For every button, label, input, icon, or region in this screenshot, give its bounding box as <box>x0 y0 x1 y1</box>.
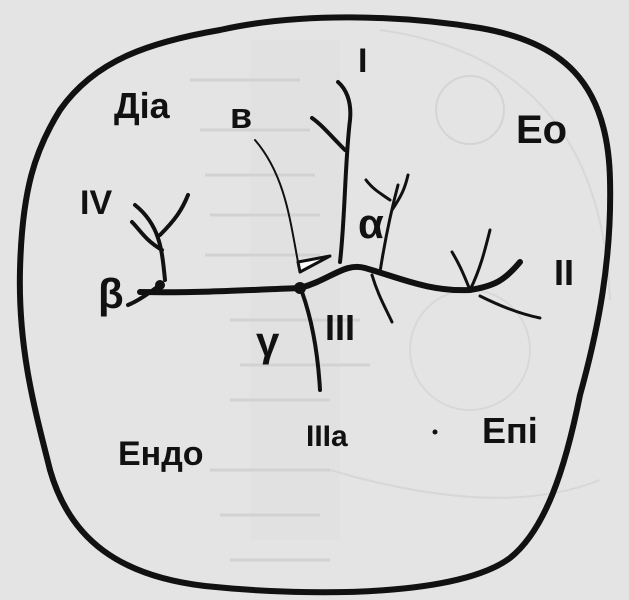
label-i: I <box>358 42 367 80</box>
label-iii: III <box>325 307 355 348</box>
label-v: в <box>230 95 252 136</box>
label-epi: Епі <box>482 410 538 451</box>
label-gamma: γ <box>256 318 280 365</box>
label-eo: Ео <box>516 108 567 152</box>
fissure-lower-branch <box>372 275 392 322</box>
label-beta: β <box>98 270 124 317</box>
gamma-node <box>294 282 306 294</box>
label-dia: Діа <box>114 85 171 126</box>
label-ii: II <box>554 252 574 293</box>
label-iiia: IIIa <box>306 420 348 453</box>
label-alpha: α <box>358 200 384 247</box>
label-endo: Ендо <box>118 435 204 473</box>
label-iv: IV <box>80 184 112 222</box>
fissure-ii <box>452 230 540 318</box>
dot-marker <box>433 430 438 435</box>
fissure-iv <box>132 195 188 280</box>
